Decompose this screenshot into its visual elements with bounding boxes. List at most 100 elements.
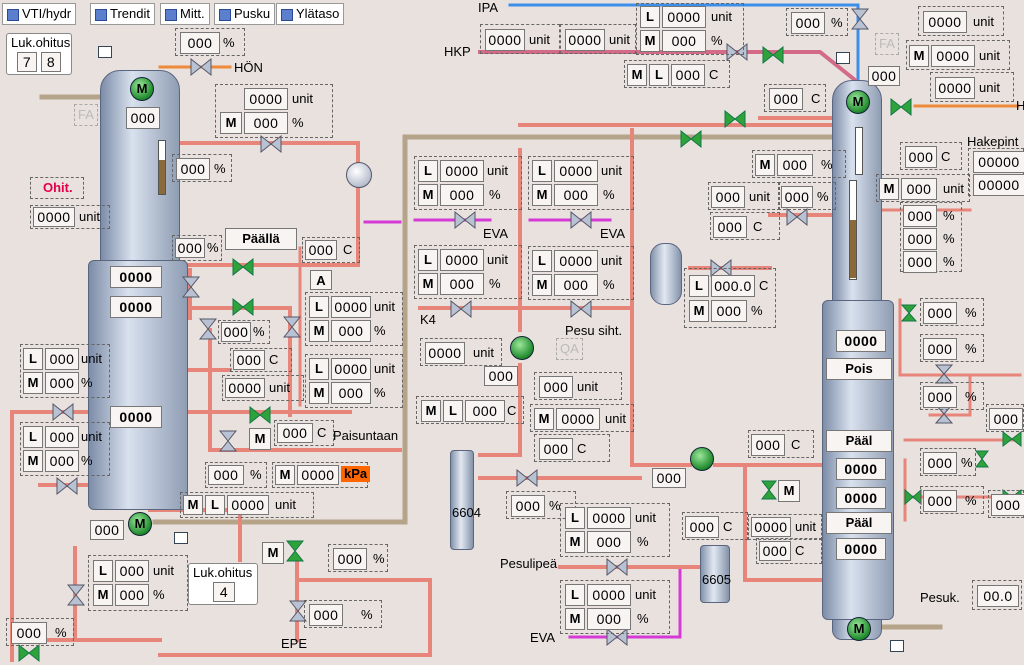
val-hakepint-1[interactable]: 00000 bbox=[973, 151, 1024, 173]
valve-grey-18[interactable] bbox=[726, 42, 748, 62]
val-pct-6604[interactable]: 000 bbox=[511, 495, 545, 517]
mode-m-button[interactable]: M bbox=[418, 273, 438, 295]
val-m-unit-mid[interactable]: 0000 bbox=[556, 408, 600, 430]
val-lm-right-m[interactable]: 000 bbox=[711, 300, 747, 322]
val-column-right-4[interactable]: 0000 bbox=[836, 538, 886, 560]
val-pump-right[interactable]: 000 bbox=[652, 468, 686, 488]
val-hakepint-2[interactable]: 00000 bbox=[973, 174, 1024, 196]
valve-grey-1[interactable] bbox=[190, 57, 212, 77]
val-left-2-m[interactable]: 000 bbox=[45, 450, 79, 472]
val-pct-r-7[interactable]: 000 bbox=[923, 452, 957, 474]
valve-green-7[interactable] bbox=[890, 96, 912, 118]
val-motor-bottom-left[interactable]: 000 bbox=[90, 520, 124, 540]
mode-l-button[interactable]: L bbox=[640, 6, 660, 28]
val-pct-r-6[interactable]: 000 bbox=[923, 386, 957, 408]
val-eva-left-l[interactable]: 0000 bbox=[440, 160, 484, 182]
valve-green-11[interactable] bbox=[900, 304, 918, 322]
val-column-left-2[interactable]: 0000 bbox=[110, 296, 162, 318]
motor-m-top-left[interactable]: M bbox=[130, 77, 154, 101]
val-column-left-3[interactable]: 0000 bbox=[110, 406, 162, 428]
mode-m-button-paisuntaan[interactable]: M bbox=[249, 428, 271, 450]
mode-l-button[interactable]: L bbox=[23, 348, 43, 370]
val-pct-r-2[interactable]: 000 bbox=[903, 228, 937, 250]
mode-l-button[interactable]: L bbox=[93, 560, 113, 582]
window-icon-right[interactable] bbox=[836, 52, 850, 64]
valve-grey-14[interactable] bbox=[570, 299, 592, 319]
val-unit-tr-2[interactable]: 0000 bbox=[935, 77, 975, 99]
mode-m-button[interactable]: M bbox=[23, 450, 43, 472]
val-pct-r-8[interactable]: 000 bbox=[923, 490, 957, 512]
valve-green-8[interactable] bbox=[284, 540, 306, 562]
mode-l-button[interactable]: L bbox=[23, 426, 43, 448]
mode-m-button[interactable]: M bbox=[421, 400, 441, 422]
mode-l-button[interactable]: L bbox=[649, 64, 669, 86]
val-unit-right-1[interactable]: 000 bbox=[711, 186, 745, 208]
val-bl-m[interactable]: 000 bbox=[115, 584, 149, 606]
val-pct-bottom-left[interactable]: 000 bbox=[11, 622, 47, 644]
val-cut-r-2[interactable]: 000 bbox=[991, 494, 1024, 516]
valve-grey-4[interactable] bbox=[198, 318, 218, 340]
valve-grey-6[interactable] bbox=[218, 430, 238, 452]
valve-green-4[interactable] bbox=[762, 44, 784, 66]
val-lm-right-l[interactable]: 000.0 bbox=[711, 275, 755, 297]
mode-l-button[interactable]: L bbox=[532, 250, 552, 272]
valve-grey-15[interactable] bbox=[516, 468, 538, 488]
val-temp-tr[interactable]: 000 bbox=[905, 146, 937, 168]
val-pesu-l[interactable]: 0000 bbox=[554, 250, 598, 272]
mode-l-button[interactable]: L bbox=[443, 400, 463, 422]
mode-m-button[interactable]: M bbox=[755, 154, 775, 176]
tab-mitt[interactable]: Mitt. bbox=[160, 3, 210, 25]
val-pct-epe[interactable]: 000 bbox=[309, 604, 343, 626]
val-lm-lower-l[interactable]: 0000 bbox=[331, 358, 371, 380]
val-m-unit-tr[interactable]: 0000 bbox=[931, 45, 975, 67]
valve-green-6[interactable] bbox=[680, 128, 702, 150]
valve-grey-7[interactable] bbox=[52, 402, 74, 422]
ohit-box[interactable]: Ohit. bbox=[30, 177, 84, 199]
val-column-right-3[interactable]: 0000 bbox=[836, 487, 886, 509]
pump-right[interactable] bbox=[690, 447, 714, 471]
val-flow-top[interactable]: 0000 bbox=[244, 88, 288, 110]
valve-green-12[interactable] bbox=[974, 450, 990, 468]
val-eva-right-m[interactable]: 000 bbox=[554, 184, 598, 206]
tab-ylataso[interactable]: Ylätaso bbox=[276, 3, 345, 25]
val-hon[interactable]: 000 bbox=[180, 32, 220, 54]
val-unit-c[interactable]: 0000 bbox=[225, 378, 265, 398]
luk-ohitus-value-2[interactable]: 8 bbox=[41, 52, 61, 72]
val-left-1-l[interactable]: 000 bbox=[45, 348, 79, 370]
mode-l-button[interactable]: L bbox=[309, 296, 329, 318]
val-motor-top-left[interactable]: 000 bbox=[126, 107, 160, 129]
valve-grey-10[interactable] bbox=[288, 600, 308, 622]
a-box[interactable]: A bbox=[310, 270, 332, 290]
val-eva-left-m[interactable]: 000 bbox=[440, 184, 484, 206]
val-temp-right-1[interactable]: 000 bbox=[713, 216, 747, 238]
valve-green-5[interactable] bbox=[724, 108, 746, 130]
mode-m-button[interactable]: M bbox=[183, 495, 203, 515]
val-pct-r-3[interactable]: 000 bbox=[903, 251, 937, 273]
valve-green-9[interactable] bbox=[18, 642, 40, 664]
window-icon-bottom[interactable] bbox=[174, 532, 188, 544]
val-lm-upper-m[interactable]: 000 bbox=[331, 320, 371, 342]
valve-grey-16[interactable] bbox=[606, 557, 628, 577]
val-temp-6605[interactable]: 000 bbox=[685, 516, 719, 538]
mode-m-button-epe[interactable]: M bbox=[262, 542, 284, 564]
mode-l-button[interactable]: L bbox=[309, 358, 329, 380]
mode-m-button[interactable]: M bbox=[93, 584, 113, 606]
mode-m-button[interactable]: M bbox=[640, 30, 660, 52]
val-ml-temp-mid[interactable]: 000 bbox=[465, 400, 505, 422]
valve-green-2[interactable] bbox=[232, 296, 254, 318]
val-pct-r-5[interactable]: 000 bbox=[923, 338, 957, 360]
val-pesuk[interactable]: 00.0 bbox=[977, 585, 1019, 607]
valve-grey-11[interactable] bbox=[454, 210, 476, 230]
val-cut-r-1[interactable]: 000 bbox=[989, 408, 1023, 430]
val-pct-r-4[interactable]: 000 bbox=[923, 302, 957, 324]
mode-l-button[interactable]: L bbox=[565, 507, 585, 529]
val-eva-right-l[interactable]: 0000 bbox=[554, 160, 598, 182]
tab-pusku[interactable]: Pusku bbox=[214, 3, 276, 25]
mode-m-button[interactable]: M bbox=[418, 184, 438, 206]
valve-grey-5[interactable] bbox=[282, 316, 302, 338]
mode-l-button[interactable]: L bbox=[205, 495, 225, 515]
window-icon-left[interactable] bbox=[98, 46, 112, 58]
mode-m-button[interactable]: M bbox=[532, 184, 552, 206]
window-icon-bottom-right[interactable] bbox=[890, 640, 904, 652]
val-ipa-l[interactable]: 0000 bbox=[662, 6, 706, 28]
